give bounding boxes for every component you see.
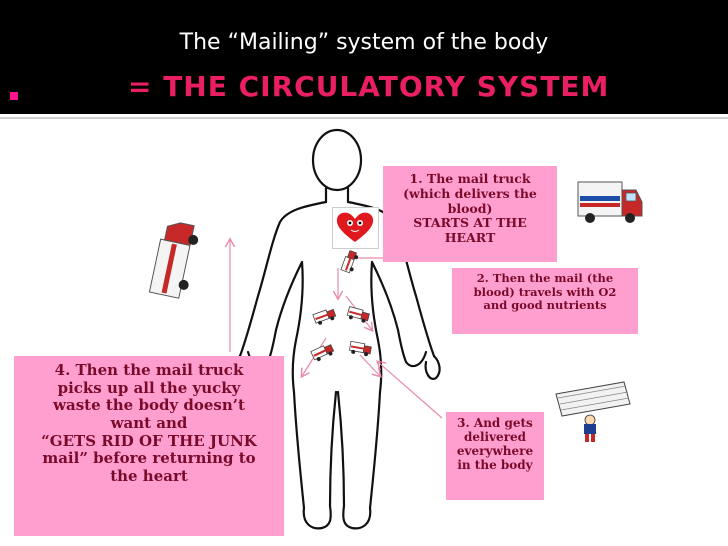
- heart-icon: [336, 212, 374, 242]
- mail-truck-icon: [577, 181, 643, 223]
- slide-title: The “Mailing” system of the body: [179, 30, 549, 55]
- callout-3-line: in the body: [457, 458, 533, 473]
- header-divider: [0, 117, 728, 119]
- callout-1-line: heart: [444, 230, 496, 245]
- callout-1-line: blood): [447, 200, 493, 216]
- slide-subtitle: = The Circulatory System: [128, 70, 610, 103]
- mail-truck-icon: [310, 342, 336, 364]
- callout-4-line: “gets rid of the junk: [41, 431, 257, 450]
- callout-step-4: 4. Then the mail truck picks up all the …: [14, 356, 284, 536]
- callout-2-line: and good nutrients: [483, 298, 607, 313]
- callout-step-2: 2. Then the mail (the blood) travels wit…: [452, 268, 638, 334]
- title-bar: [0, 0, 728, 114]
- bullet-marker: [10, 92, 18, 100]
- callout-step-1: 1. The mail truck (which delivers the bl…: [383, 166, 557, 262]
- mail-truck-icon: [348, 340, 373, 358]
- callout-3-line: delivered: [463, 430, 527, 445]
- callout-4-line: 4. Then the mail truck: [54, 361, 244, 379]
- mail-truck-icon: [346, 306, 371, 325]
- mail-truck-icon: [340, 249, 360, 275]
- mail-truck-icon: [148, 222, 199, 299]
- callout-2-line: blood) travels with O2: [473, 284, 617, 299]
- callout-4-line: waste the body doesn’t: [53, 396, 245, 415]
- callout-1-line: starts at the: [413, 215, 527, 231]
- heart-icon-frame: [332, 207, 379, 249]
- callout-step-3: 3. And gets delivered everywhere in the …: [446, 412, 544, 500]
- callout-1-line: 1. The mail truck: [409, 171, 531, 186]
- callout-3-line: 3. And gets: [457, 416, 533, 430]
- callout-2-line: 2. Then the mail (the: [476, 271, 614, 285]
- callout-4-line: picks up all the yucky: [57, 378, 241, 397]
- callout-3-line: everywhere: [456, 444, 534, 459]
- callout-4-line: want and: [110, 414, 188, 433]
- callout-4-line: mail” before returning to: [42, 449, 256, 468]
- mail-carrier-icon: [555, 381, 631, 442]
- callout-1-line: (which delivers the: [403, 185, 537, 201]
- mail-truck-icon: [312, 307, 338, 327]
- callout-4-line: the heart: [110, 467, 188, 486]
